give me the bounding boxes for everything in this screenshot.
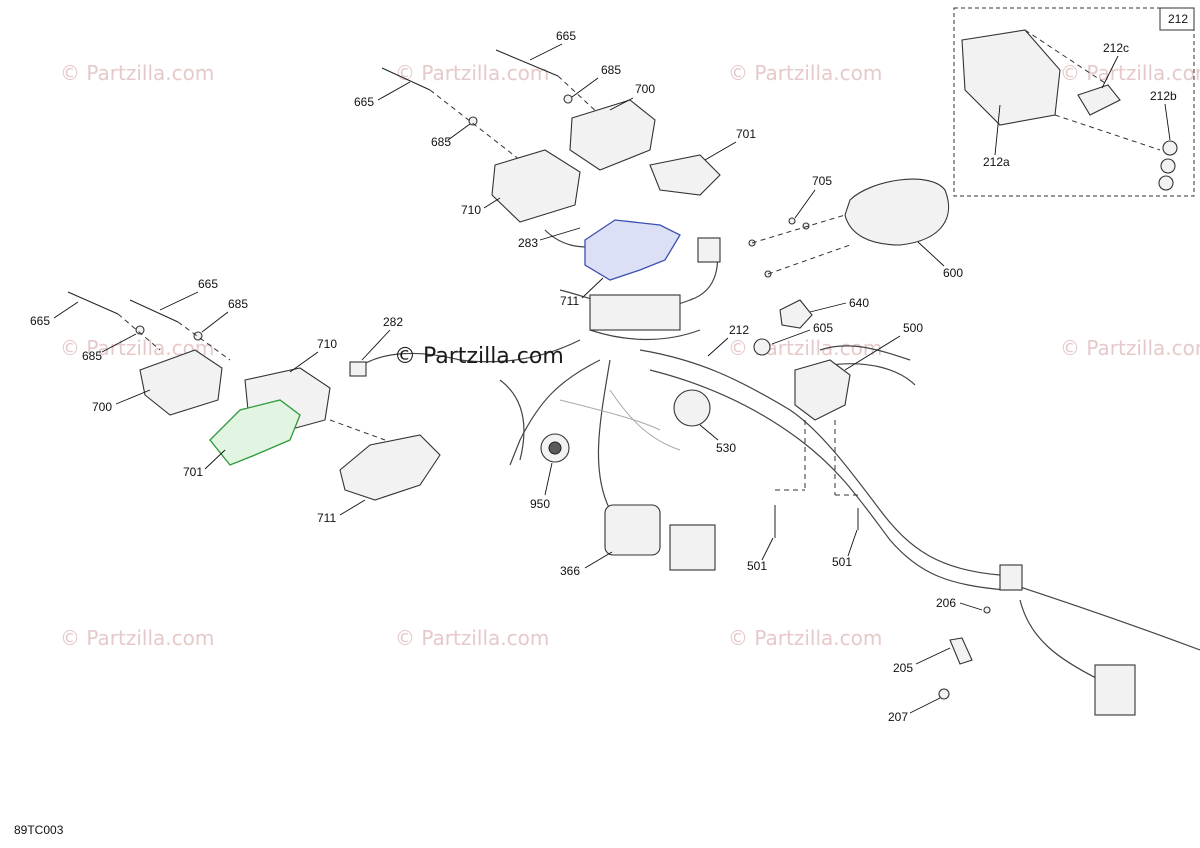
drawing-code: 89TC003 [14,823,64,837]
inset-frame [953,7,1195,197]
clip-205 [949,637,973,665]
inset-212: 212 212c 212b 212a [953,7,1195,197]
buzzer-530 [673,389,711,427]
washer-685-left [468,116,478,126]
watermark: © Partzilla.com [60,626,214,650]
callout-282: 282 [383,315,403,329]
watermark-layer: © Partzilla.com © Partzilla.com © Partzi… [60,61,1200,650]
lower-relay-group [67,291,441,501]
callout-705: 705 [812,174,832,188]
callouts: 665 685 700 665 685 701 710 283 711 705 … [30,29,983,724]
bracket-711-top-highlight [584,219,681,281]
callout-685-left-top: 685 [431,135,451,149]
module-366 [604,504,661,556]
seal-212c [1077,84,1121,116]
callout-212a: 212a [983,155,1010,169]
washer-685-lower-a [135,325,145,335]
harness-end-connector [1094,664,1136,716]
callout-665-left-top: 665 [354,95,374,109]
watermark: © Partzilla.com [395,61,549,85]
bracket-711-lower [339,434,441,501]
connector-212a [961,29,1061,126]
relay-700-top [569,99,656,171]
bolt-665-left [381,67,431,91]
watermark: © Partzilla.com [728,626,882,650]
callout-701-lower: 701 [183,465,203,479]
fuse-box [589,294,681,331]
callout-283: 283 [518,236,538,250]
callout-685-top: 685 [601,63,621,77]
connector-283 [697,237,721,263]
callout-711-top: 711 [560,294,579,308]
callout-700-top: 700 [635,82,655,96]
callout-665-lower-b: 665 [30,314,50,328]
callout-700-lower: 700 [92,400,112,414]
watermark: © Partzilla.com [1060,61,1200,85]
bolt-665-lower-a [67,291,119,315]
terminal-212b [1160,158,1176,174]
washer-685-top [563,94,573,104]
callout-600: 600 [943,266,963,280]
bracket-701-top [649,154,721,196]
connector-282 [349,361,367,377]
callout-501-a: 501 [747,559,767,573]
terminal-212b [1158,175,1174,191]
bolt-665-lower-b [129,299,179,323]
callout-685-lower-a: 685 [228,297,248,311]
cover-600 [844,178,950,246]
callout-501-b: 501 [832,555,852,569]
callout-665-top: 665 [556,29,576,43]
callout-710-top: 710 [461,203,481,217]
callout-212: 212 [729,323,749,337]
callout-205: 205 [893,661,913,675]
callout-640: 640 [849,296,869,310]
switch-500 [794,359,851,421]
switch-640 [779,299,813,329]
watermark: © Partzilla.com [60,61,214,85]
terminal-212b [1162,140,1178,156]
relay-700-lower [139,349,223,416]
screw-705 [788,217,796,225]
callout-665-lower-a: 665 [198,277,218,291]
nut-207 [938,688,950,700]
callout-206: 206 [936,596,956,610]
bracket-701-lower-highlight [209,399,301,466]
callout-605: 605 [813,321,833,335]
bolt-665-top [495,49,559,77]
callout-212c: 212c [1103,41,1129,55]
grommet-605 [753,338,771,356]
relay-710-top [491,149,581,223]
inset-label: 212 [1168,12,1188,26]
callout-530: 530 [716,441,736,455]
callout-685-lower-b: 685 [82,349,102,363]
callout-212b: 212b [1150,89,1177,103]
watermark: © Partzilla.com [728,61,882,85]
callout-701-top: 701 [736,127,756,141]
callout-500: 500 [903,321,923,335]
watermark: © Partzilla.com [395,626,549,650]
screw-206 [983,606,991,614]
watermark: © Partzilla.com [1060,336,1200,360]
callout-950: 950 [530,497,550,511]
callout-710-lower: 710 [317,337,337,351]
upper-relay-group [381,49,721,331]
right-components [540,178,1136,716]
callout-366: 366 [560,564,580,578]
watermark: © Partzilla.com [728,336,882,360]
callout-207: 207 [888,710,908,724]
watermark-main: © Partzilla.com [394,344,564,369]
callout-711-lower: 711 [317,511,336,525]
module-366-bracket [669,524,716,571]
harness-connector [999,564,1023,591]
inset-label-box [1159,7,1195,31]
wiring-harness [354,229,1200,681]
